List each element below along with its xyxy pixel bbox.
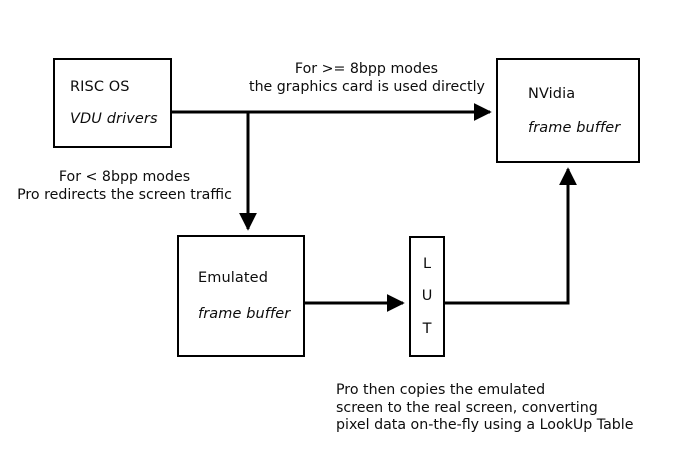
node-lut-letter-u: U: [421, 288, 433, 305]
node-risc-os-line-2: VDU drivers: [70, 111, 158, 127]
node-nvidia-line-2: frame buffer: [528, 119, 621, 136]
caption-lt-8bpp-modes: For < 8bpp modes Pro redirects the scree…: [17, 169, 232, 203]
node-risc-os[interactable]: RISC OS VDU drivers: [53, 58, 172, 148]
node-nvidia-line-1: NVidia: [528, 85, 576, 102]
caption-lut-note: Pro then copies the emulated screen to t…: [336, 382, 634, 433]
node-nvidia-frame-buffer[interactable]: NVidia frame buffer: [496, 58, 640, 163]
node-lut-letter-l: L: [422, 255, 432, 272]
node-lut-letter-t: T: [422, 320, 432, 337]
node-emulated-frame-buffer[interactable]: Emulated frame buffer: [177, 235, 305, 357]
edge-lut-to-nvidia: [445, 167, 577, 305]
node-emulated-line-2: frame buffer: [198, 306, 291, 322]
caption-ge-8bpp-modes: For >= 8bpp modes the graphics card is u…: [249, 61, 485, 95]
node-risc-os-line-1: RISC OS: [70, 79, 130, 95]
node-emulated-line-1: Emulated: [198, 270, 269, 286]
node-lut[interactable]: L U T: [409, 236, 445, 357]
